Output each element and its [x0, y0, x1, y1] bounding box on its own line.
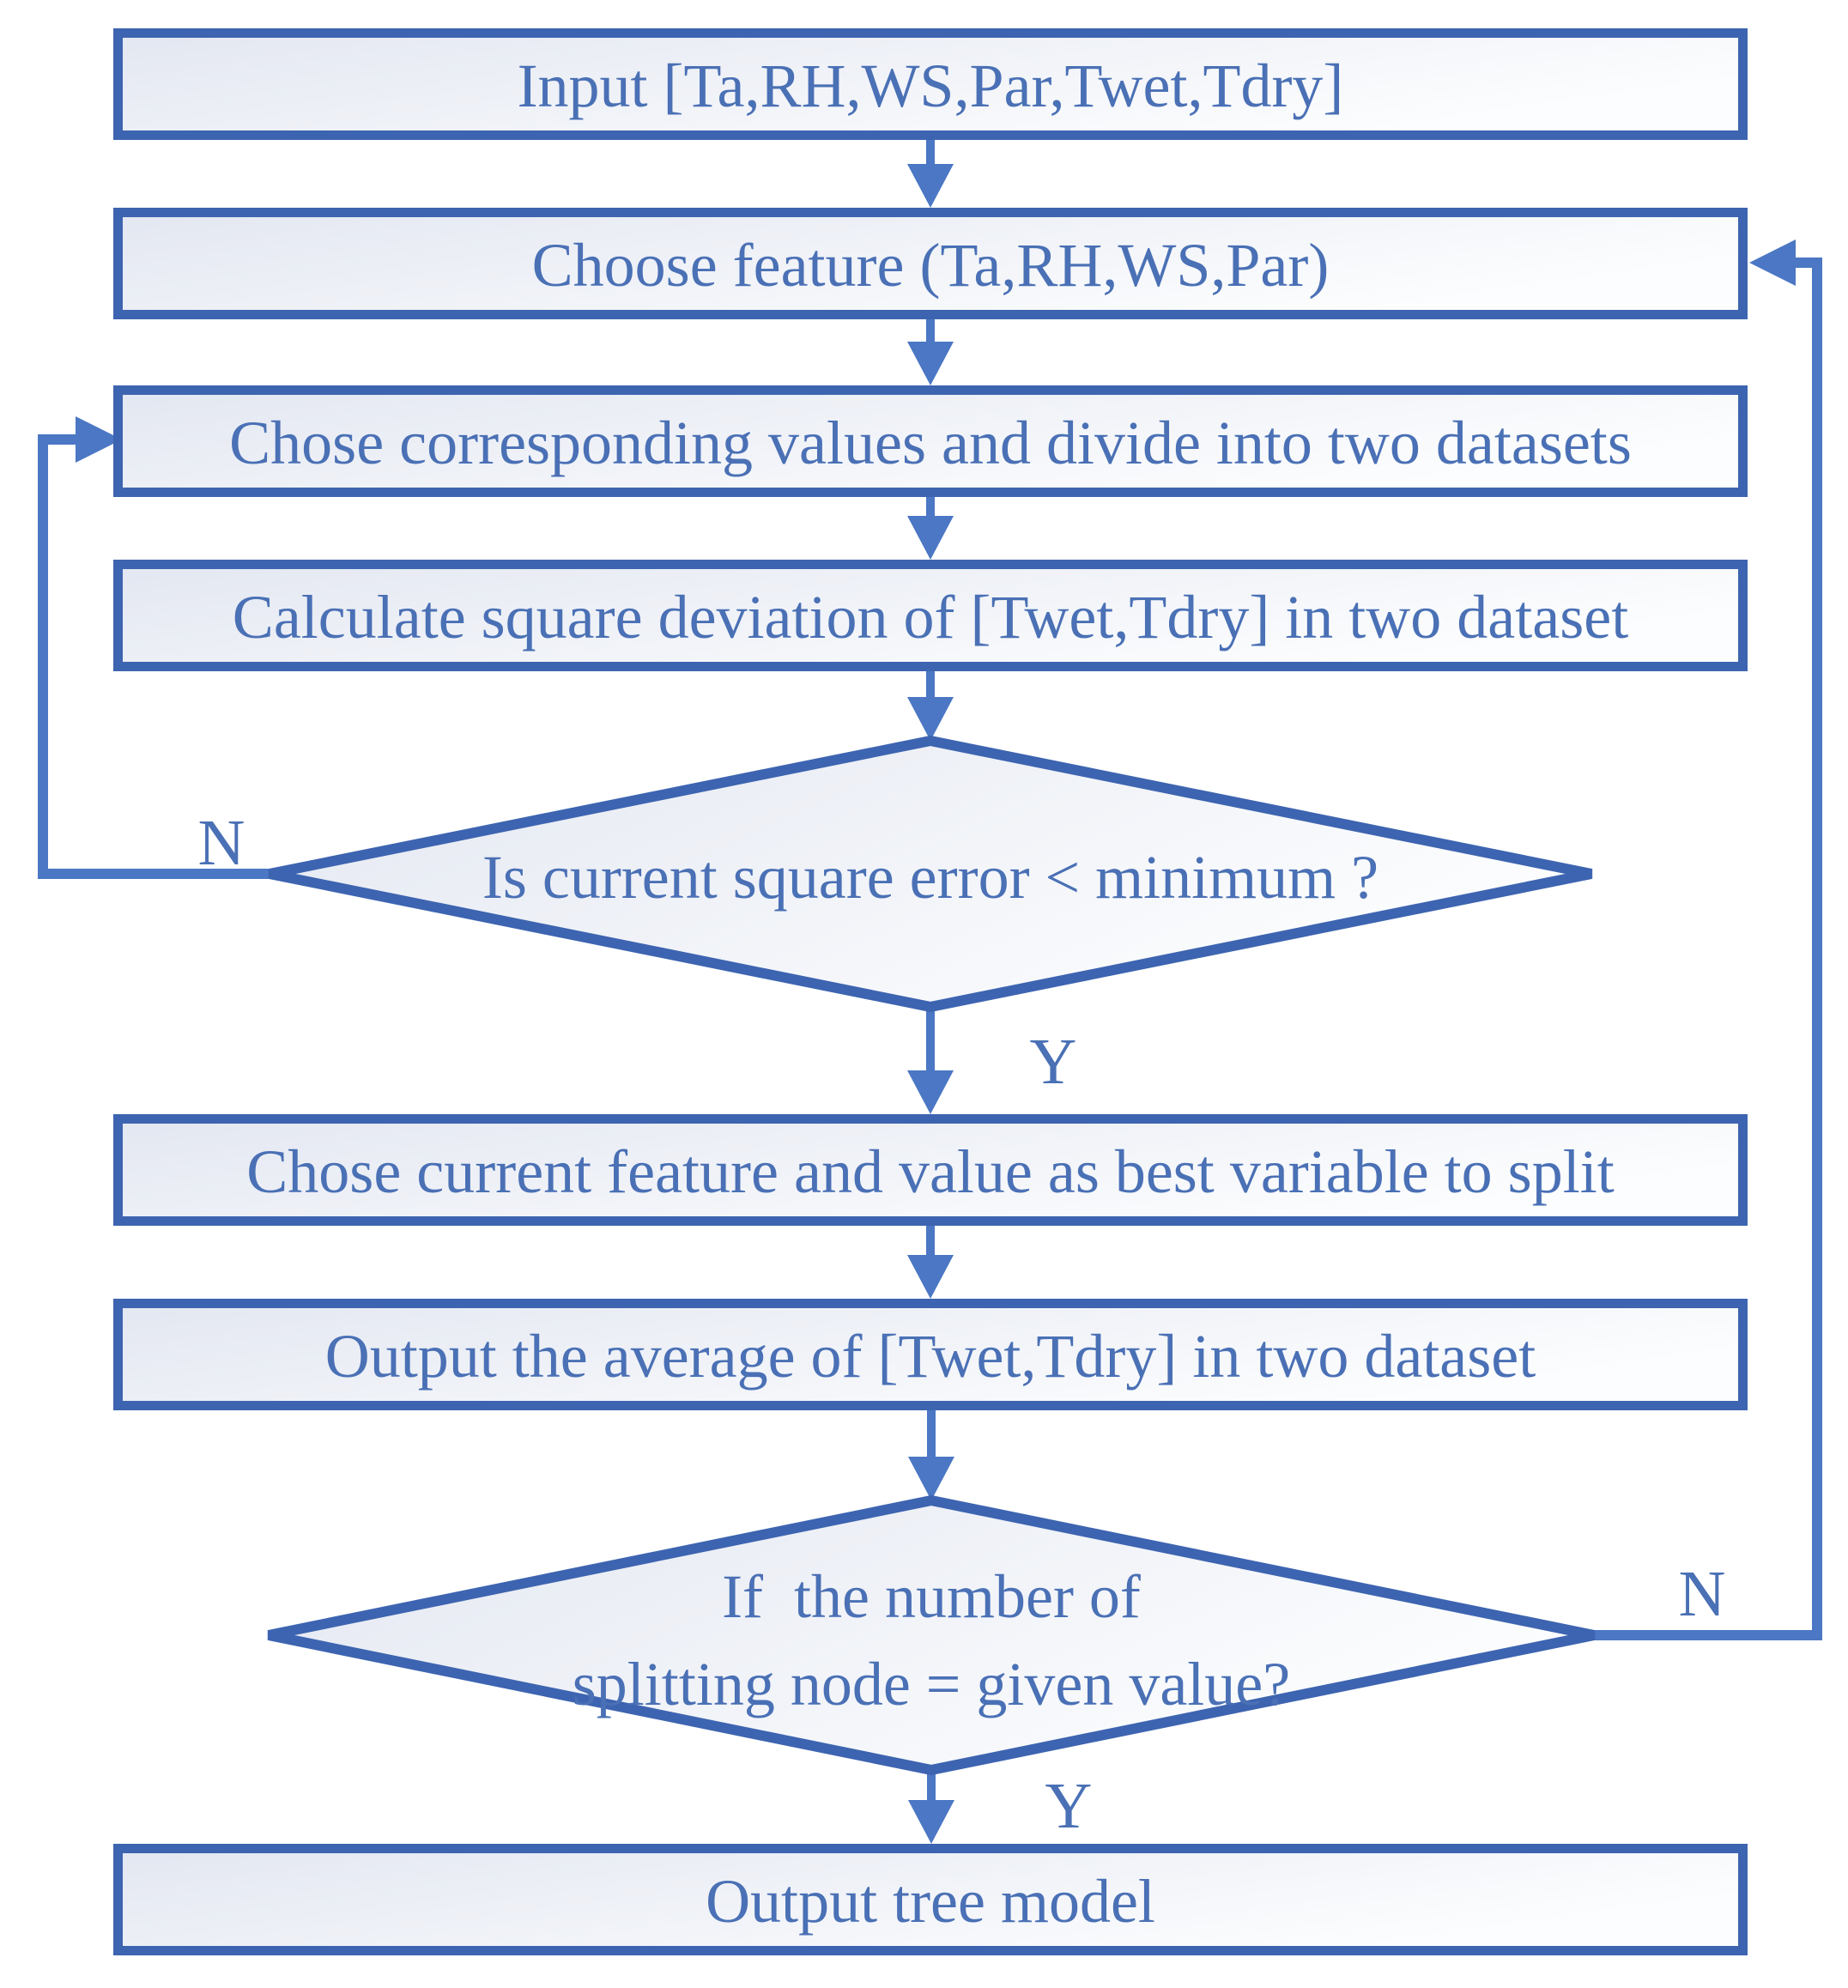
node-output-tree: Output tree model	[113, 1844, 1748, 1955]
node-divide-datasets-label: Chose corresponding values and divide in…	[229, 409, 1632, 477]
branch-label-yes-2: Y	[1045, 1770, 1093, 1842]
branch-label-no-2: N	[1679, 1558, 1726, 1630]
edge-best-split-to-output-average	[907, 1226, 954, 1299]
arrowhead	[907, 164, 954, 208]
node-check-split-count-label-line2: splitting node = given value?	[573, 1650, 1290, 1718]
arrowhead	[907, 1070, 954, 1114]
arrowhead	[907, 516, 954, 560]
node-choose-feature: Choose feature (Ta,RH,WS,Par)	[113, 208, 1748, 319]
arrowhead	[908, 1457, 954, 1500]
edge-calc-to-decision1	[907, 671, 954, 741]
arrowhead	[907, 342, 954, 385]
node-check-split-count-label-line1: If the number of	[722, 1562, 1141, 1631]
node-check-square-error: Is current square error < minimum ?	[268, 735, 1593, 1013]
node-calc-square-deviation: Calculate square deviation of [Twet,Tdry…	[113, 560, 1748, 671]
node-output-average-label: Output the average of [Twet,Tdry] in two…	[325, 1322, 1536, 1391]
arrowhead	[907, 1255, 954, 1299]
node-check-square-error-label: Is current square error < minimum ?	[482, 843, 1378, 912]
edge-input-to-choose-feature	[907, 140, 954, 208]
edge-no-split-count-loop: N	[1594, 239, 1822, 1640]
branch-label-no-1: N	[198, 807, 245, 879]
node-check-split-count: If the number of splitting node = given …	[267, 1494, 1596, 1776]
node-choose-best-split-label: Chose current feature and value as best …	[246, 1137, 1614, 1206]
node-choose-best-split: Chose current feature and value as best …	[113, 1114, 1748, 1226]
node-divide-datasets: Chose corresponding values and divide in…	[113, 385, 1748, 497]
edge-choose-feature-to-divide	[907, 319, 954, 385]
node-choose-feature-label: Choose feature (Ta,RH,WS,Par)	[532, 231, 1330, 300]
arrowhead	[907, 697, 954, 741]
arrowhead	[908, 1800, 954, 1844]
edge-yes-decision2-to-output-tree: Y	[908, 1770, 1092, 1844]
node-output-average: Output the average of [Twet,Tdry] in two…	[113, 1299, 1748, 1410]
node-output-tree-label: Output tree model	[706, 1867, 1155, 1936]
node-input-label: Input [Ta,RH,WS,Par,Twet,Tdry]	[518, 52, 1344, 120]
arrowhead	[76, 416, 122, 463]
edge-divide-to-calc	[907, 497, 954, 560]
arrowhead	[1749, 239, 1796, 286]
node-calc-square-deviation-label: Calculate square deviation of [Twet,Tdry…	[233, 583, 1628, 652]
edge-output-average-to-decision2	[908, 1410, 954, 1500]
edge-yes-decision1-to-best-split: Y	[907, 1007, 1076, 1114]
branch-label-yes-1: Y	[1030, 1026, 1077, 1098]
node-input: Input [Ta,RH,WS,Par,Twet,Tdry]	[113, 28, 1748, 140]
edge-no-square-error-loop: N	[38, 416, 270, 879]
